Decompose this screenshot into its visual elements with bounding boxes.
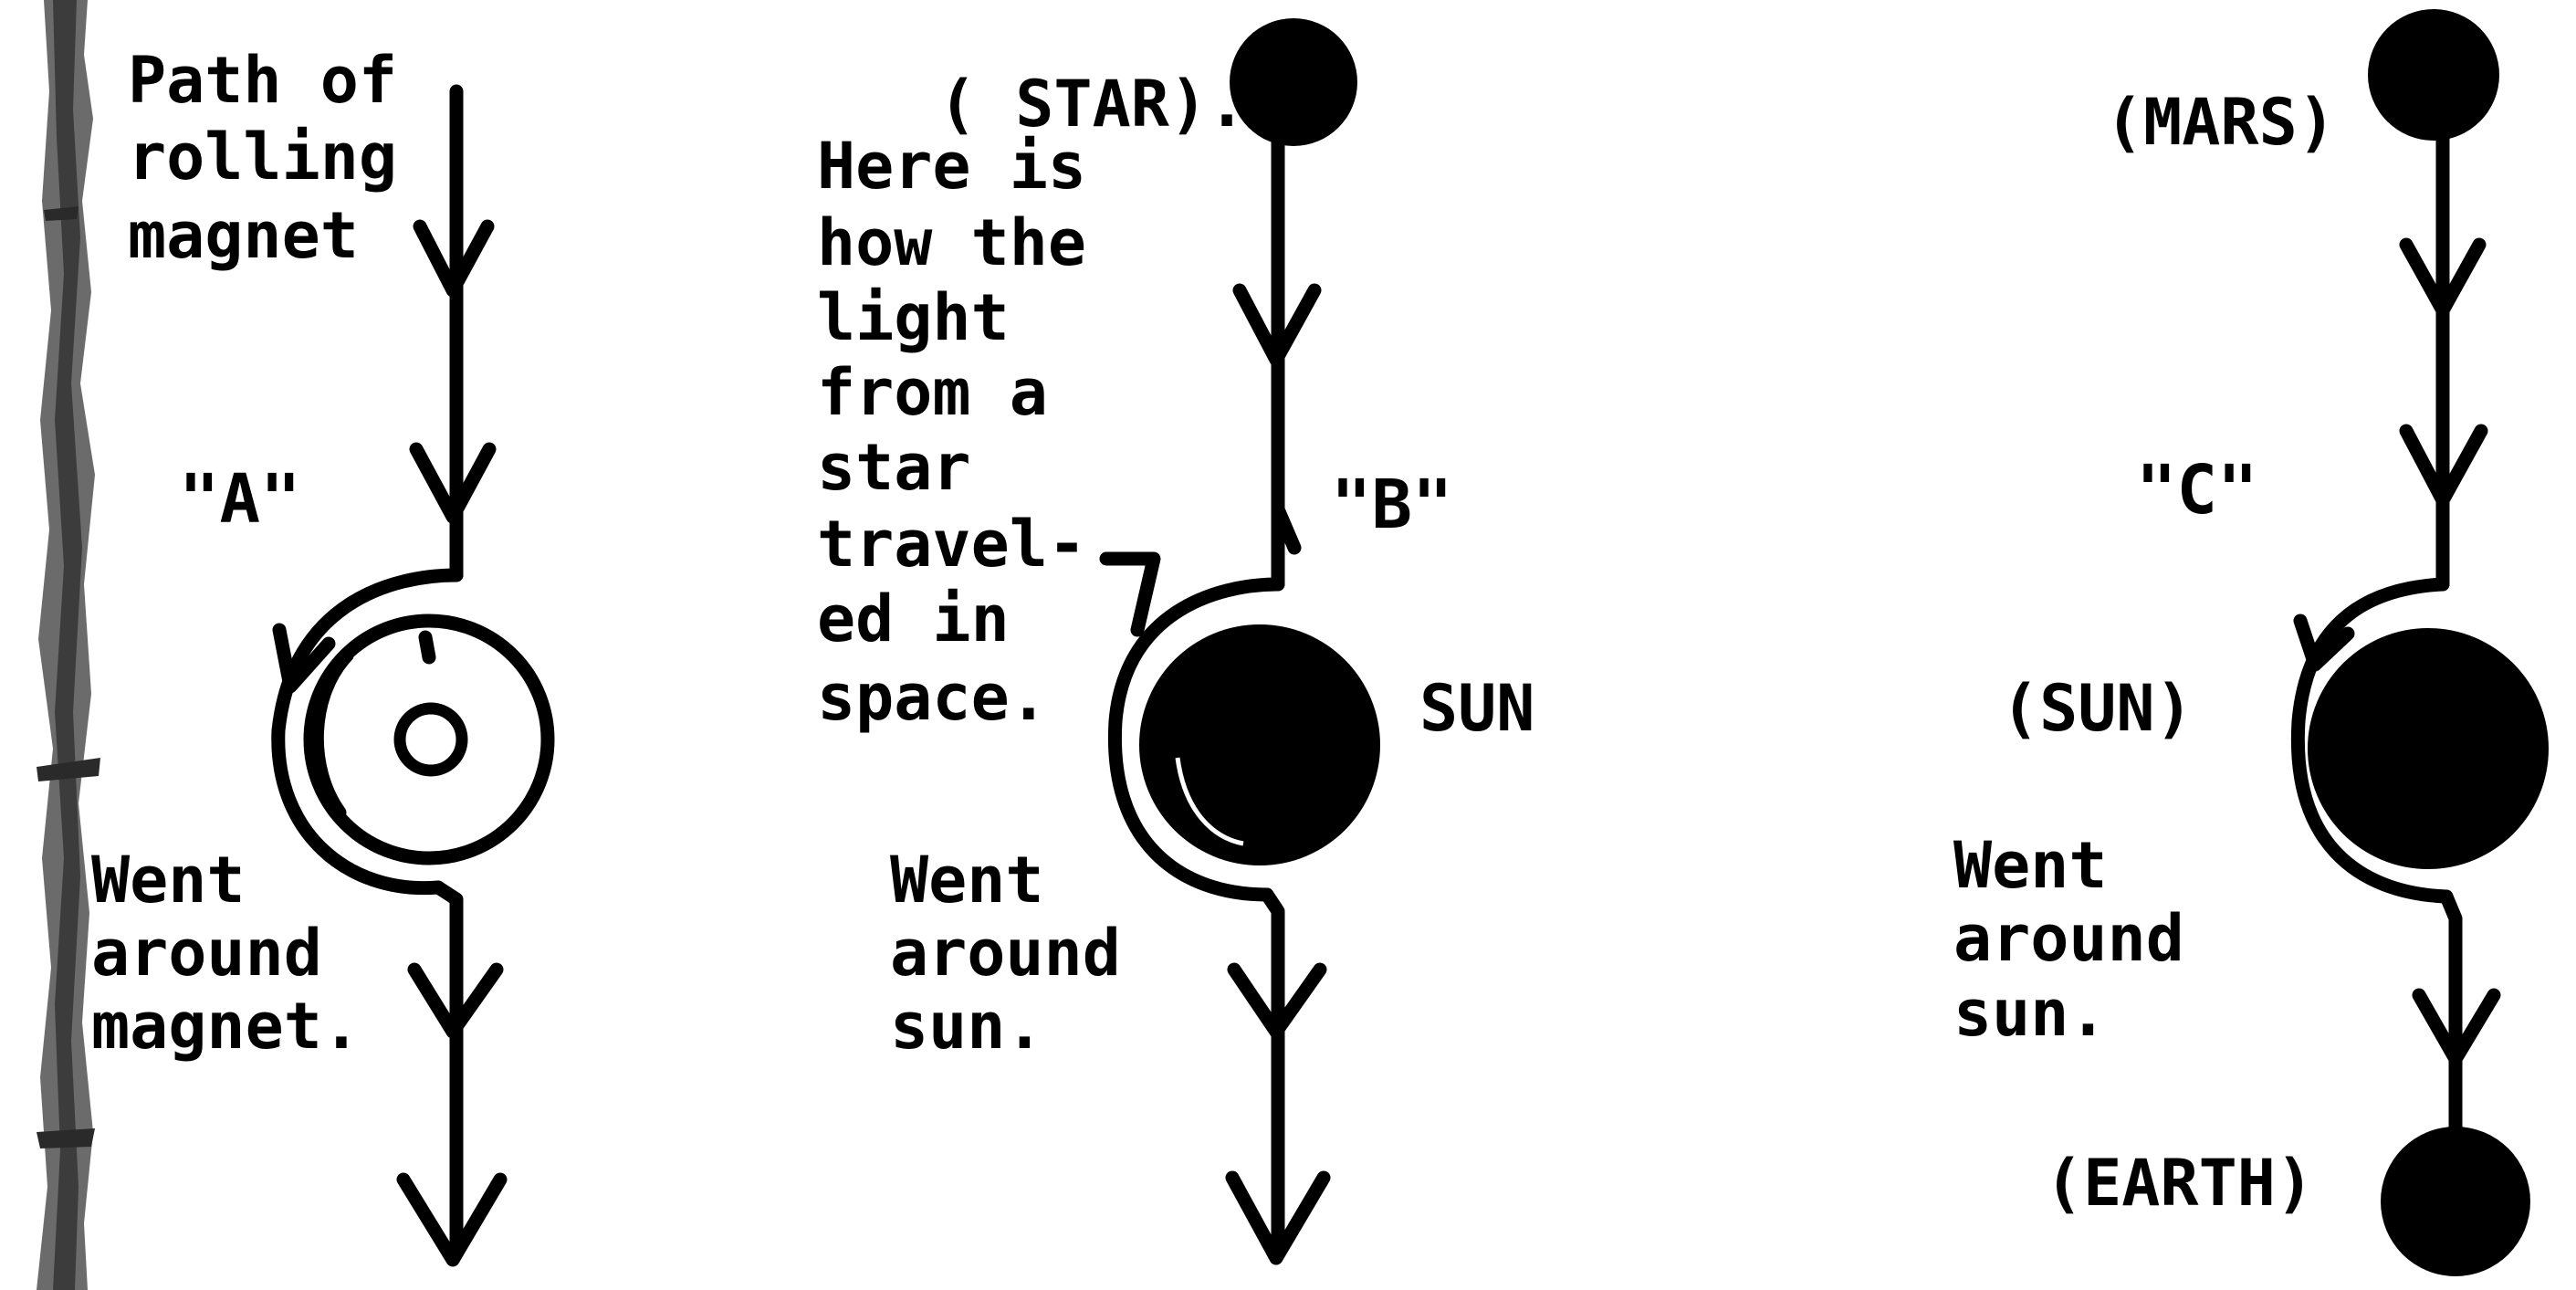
earth-icon bbox=[2381, 1127, 2530, 1276]
panel-b-caption-line: how the bbox=[817, 205, 1086, 280]
panel-a-caption-line: magnet bbox=[128, 198, 359, 273]
star-icon bbox=[1230, 18, 1357, 146]
panel-b-caption-line: from a bbox=[817, 355, 1048, 430]
panel-c-sun-label: (SUN) bbox=[2001, 671, 2194, 746]
panel-a-caption-line: Path of bbox=[128, 43, 397, 118]
panel-c-earth-label: (EARTH) bbox=[2045, 1146, 2314, 1221]
panel-c-path bbox=[2298, 128, 2494, 1128]
panel-a: Path of rolling magnet "A" Went around m… bbox=[91, 43, 548, 1260]
panel-a-caption-line: rolling bbox=[128, 120, 397, 194]
panel-b-result: Went around sun. bbox=[890, 843, 1159, 1064]
panel-b-result-line: around bbox=[890, 916, 1121, 991]
panel-b-caption-line: ed in bbox=[817, 582, 1010, 656]
panel-c-result-line: sun. bbox=[1953, 976, 2108, 1051]
panel-a-result: Went around magnet. bbox=[91, 843, 361, 1064]
panel-b-caption-line: space. bbox=[817, 660, 1048, 735]
sun-icon bbox=[2308, 628, 2549, 869]
magnet bbox=[310, 621, 548, 858]
panel-b-label: "B" bbox=[1331, 466, 1453, 544]
panel-b-caption-line: Here is bbox=[817, 129, 1086, 204]
panel-c-mars-label: (MARS) bbox=[2105, 85, 2336, 160]
panel-a-caption: Path of rolling magnet bbox=[128, 43, 435, 273]
panel-c-result-line: around bbox=[1953, 901, 2184, 976]
panel-a-label: "A" bbox=[179, 460, 301, 539]
panel-c-result-line: Went bbox=[1953, 828, 2108, 903]
panel-a-result-line: magnet. bbox=[91, 989, 361, 1064]
panel-a-result-line: around bbox=[91, 916, 322, 991]
panel-b: ( STAR). Here is how the light from a st… bbox=[817, 18, 1534, 1258]
panel-b-result-line: sun. bbox=[890, 989, 1044, 1064]
mars-icon bbox=[2368, 9, 2499, 141]
panel-b-result-line: Went bbox=[890, 843, 1044, 918]
panel-c-result: Went around sun. bbox=[1953, 828, 2223, 1051]
panel-b-caption-line: light bbox=[817, 280, 1010, 355]
panel-a-result-line: Went bbox=[91, 843, 246, 918]
panel-c: (MARS) "C" (SUN) Went around sun. (EARTH… bbox=[1953, 9, 2549, 1276]
panel-c-label: "C" bbox=[2136, 451, 2258, 530]
panel-b-caption-line: travel- bbox=[817, 507, 1086, 582]
panel-b-caption: Here is how the light from a star travel… bbox=[817, 129, 1125, 735]
torn-paper-edge bbox=[37, 0, 100, 1290]
panel-b-caption-line: star bbox=[817, 430, 971, 505]
sun-icon bbox=[1139, 624, 1380, 865]
panel-b-sun-label: SUN bbox=[1419, 671, 1534, 746]
